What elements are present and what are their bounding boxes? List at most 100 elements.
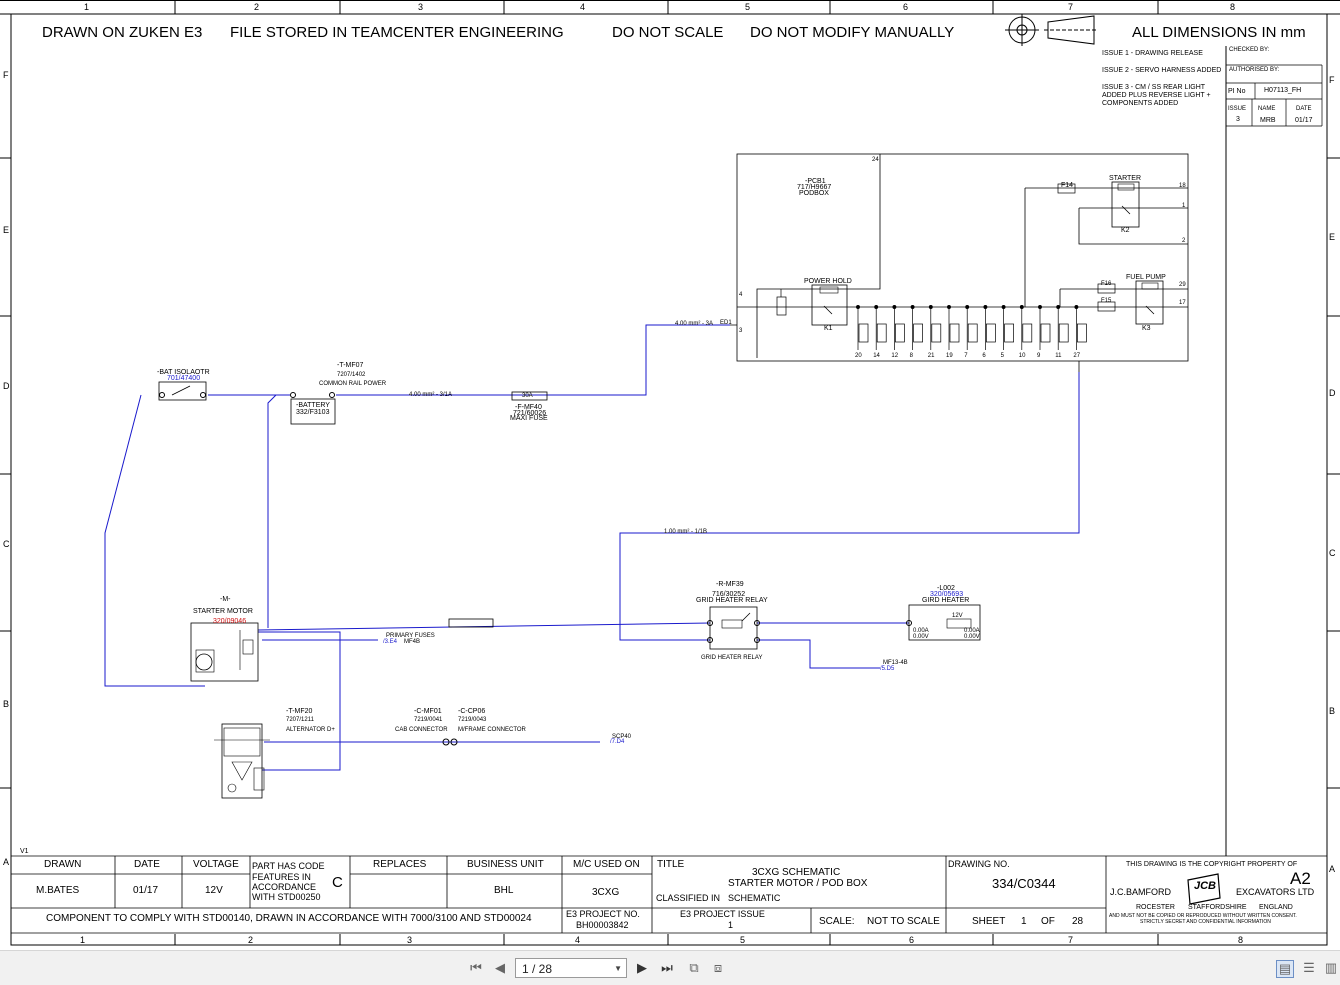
row-label: D [3,381,10,391]
file-stored-label: FILE STORED IN TEAMCENTER ENGINEERING [230,24,564,41]
col-label: 4 [575,935,581,945]
title-line-1: 3CXG SCHEMATIC [752,867,841,878]
cmf01-id: -C-MF01 [414,708,442,715]
col-label: 7 [1068,2,1074,12]
of-value: 28 [1072,916,1084,927]
pin-label: 4 [739,292,743,298]
part-code-line-1: PART HAS CODE [252,861,325,871]
single-page-view-icon[interactable]: ▤ [1276,960,1294,978]
l002-id: -L002 [937,585,955,592]
pin-label: 3 [739,328,743,334]
pi-label: PI No [1228,88,1246,95]
title-line-2: STARTER MOTOR / POD BOX [728,878,868,889]
scale-header: SCALE: [819,916,855,927]
next-page-icon[interactable]: ▶ [637,960,647,975]
issue-header: ISSUE [1228,106,1247,112]
company-name-2: EXCAVATORS LTD [1236,887,1315,897]
last-page-icon[interactable]: ⏭ [661,960,673,975]
row-label: B [3,699,10,709]
legal-line-2: STRICTLY SECRET AND CONFIDENTIAL INFORMA… [1140,919,1271,925]
starter-relay-label: STARTER [1109,175,1142,182]
gird-heater-label: GIRD HEATER [922,597,970,604]
fuse-symbol [913,323,923,343]
primary-fuses-ref2: MF4B [404,639,421,645]
date-header: DATE [1296,106,1312,112]
fit-width-icon[interactable]: ⧈ [713,960,723,975]
of-header: OF [1041,916,1055,927]
col-label: 5 [745,2,751,12]
col-label: 3 [407,935,413,945]
starter-motor-label: STARTER MOTOR [193,608,253,615]
row-label: E [1329,232,1336,242]
chevron-down-icon: ▼ [614,964,622,973]
junction-dot [1074,305,1079,309]
mframe-connector-label: M/FRAME CONNECTOR [458,727,526,733]
sheet-header: SHEET [972,916,1006,927]
schematic-lines [0,0,1340,946]
classified-value: SCHEMATIC [728,893,781,903]
drawn-value: M.BATES [36,885,80,896]
fuse-symbol [931,323,942,343]
project-issue-header: E3 PROJECT ISSUE [680,909,765,919]
junction-dot [1001,305,1006,309]
col-label: 2 [248,935,254,945]
tmf07-id: -T-MF07 [337,362,364,369]
continuous-view-icon[interactable]: ☰ [1303,960,1315,975]
replaces-header: REPLACES [373,859,427,870]
date-value: 01/17 [1295,117,1313,124]
pcb-pin-label: 19 [946,353,953,359]
tmf20-id: -T-MF20 [286,708,313,715]
pcb-pin-label: 20 [855,353,862,359]
heater-current-1: 0.00A [913,628,929,634]
pcb-pin-label: 6 [982,353,986,359]
drawn-on-label: DRAWN ON ZUKEN E3 [42,24,203,41]
compliance-note: COMPONENT TO COMPLY WITH STD00140, DRAWN… [46,913,532,924]
bat-isolator-id: -BAT ISOLAOTR [157,369,210,376]
viewer-toolbar: ⏮ ◀ 1 / 28 ▼ ▶ ⏭ ⧉ ⧈ ▤ ☰ ▥ [0,950,1340,985]
bat-isolator-part: 701/47400 [167,375,201,382]
project-issue-value: 1 [728,920,734,930]
drawing-no-value: 334/C0344 [992,876,1056,891]
f16-label: F16 [1101,281,1112,287]
pin-label: 1 [1182,203,1186,209]
fuse-symbol [895,323,905,343]
legal-line-1: AND MUST NOT BE COPIED OR REPRODUCED WIT… [1109,913,1297,919]
location-3: ENGLAND [1259,904,1293,911]
location-2: STAFFORDSHIRE [1188,904,1247,911]
first-page-icon[interactable]: ⏮ [470,960,482,975]
col-label: 6 [909,935,915,945]
sheet-value: 1 [1021,916,1027,927]
page-selector[interactable]: 1 / 28 ▼ [515,958,627,978]
sheet-size: A2 [1290,869,1311,888]
primary-fuses-ref: /3.E4 [383,639,398,645]
mc-used-on-header: M/C USED ON [573,859,640,870]
cmf01-part: 7219/0041 [414,717,443,723]
battery-id: -BATTERY [296,402,330,409]
junction-dot [928,305,933,309]
fmf40-part: 721/60026 [513,410,547,417]
junction-dot [983,305,988,309]
scale-value: NOT TO SCALE [867,916,940,927]
pi-value: H07113_FH [1264,87,1302,94]
project-no-value: BH00003842 [576,920,629,930]
power-hold-label: POWER HOLD [804,278,852,285]
row-label: C [3,539,10,549]
tmf07-part: 7207/1402 [337,372,366,378]
fit-page-icon[interactable]: ⧉ [689,960,699,975]
part-code-line-2: FEATURES IN [252,872,311,882]
previous-page-icon[interactable]: ◀ [495,960,505,975]
col-label: 7 [1068,935,1074,945]
rmf39-part: 716/30252 [712,591,746,598]
voltage-value: 12V [205,885,223,896]
junction-dot [856,305,860,309]
grid-relay-label: GRID HEATER RELAY [696,597,768,604]
copyright-line: THIS DRAWING IS THE COPYRIGHT PROPERTY O… [1126,861,1298,868]
pcb-part: 717/H9667 [797,184,832,191]
fuse-symbol [1022,323,1033,343]
pcb-pin-label: 5 [1000,353,1004,359]
junction-dot [910,305,915,309]
mf13-label: MF13-4B [883,660,908,666]
f14-label: F14 [1061,182,1074,189]
two-page-view-icon[interactable]: ▥ [1324,960,1338,975]
jcb-logo: JCB [1194,880,1217,892]
